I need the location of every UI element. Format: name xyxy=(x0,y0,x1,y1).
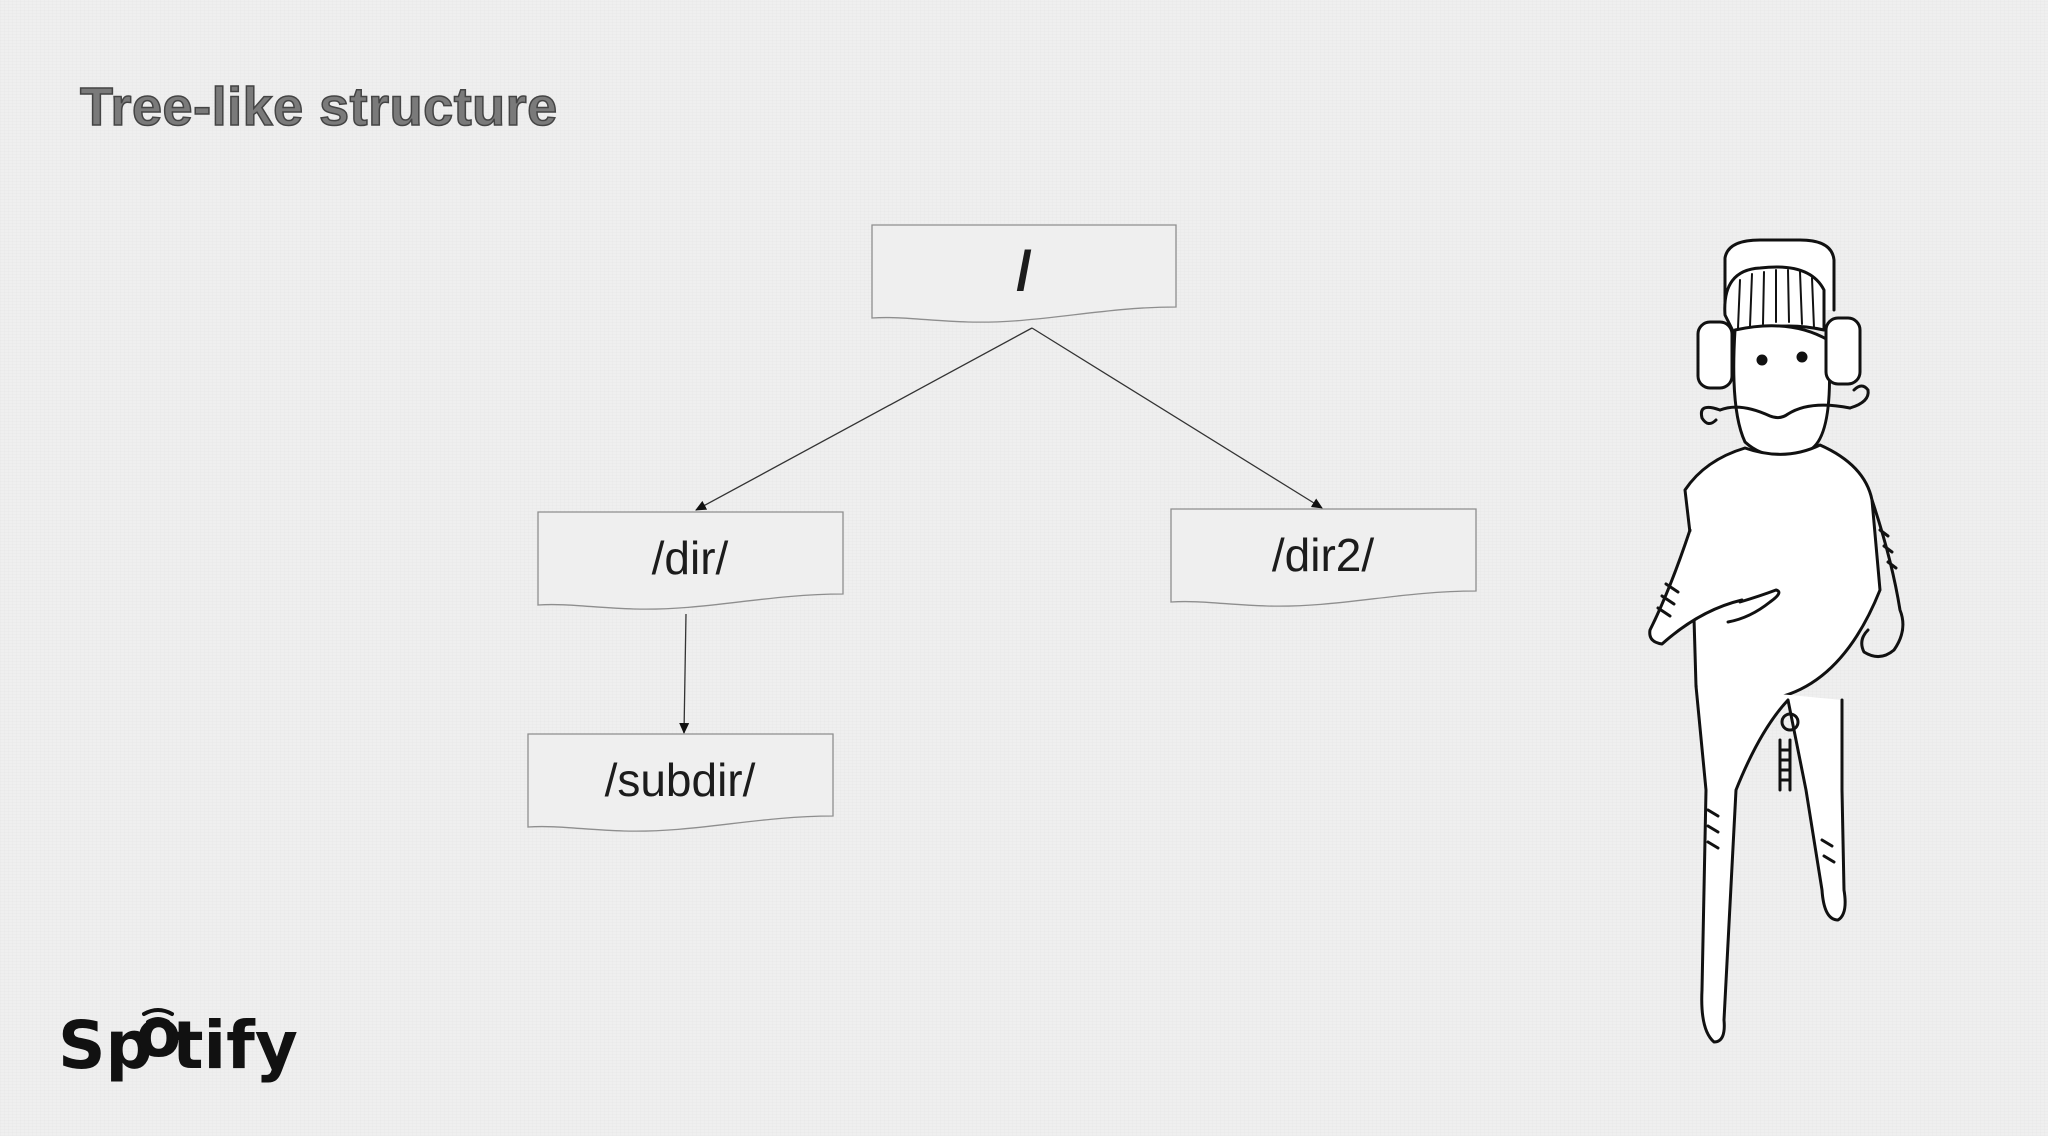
tree-node-subdir: /subdir/ xyxy=(527,733,834,832)
spotify-logo: Sp o tify xyxy=(58,1000,298,1084)
node-box-dir2 xyxy=(1170,508,1477,607)
svg-text:tify: tify xyxy=(172,1007,298,1084)
tree-node-root: / xyxy=(871,224,1177,323)
edge-dir-to-subdir xyxy=(679,613,690,734)
node-box-subdir xyxy=(527,733,834,832)
node-label-root: / xyxy=(1016,239,1032,302)
node-box-root xyxy=(871,224,1177,323)
headphone-character-illustration xyxy=(1648,238,1905,1044)
node-label-dir: /dir/ xyxy=(652,532,729,584)
sound-waves-icon xyxy=(142,1008,174,1024)
tree-node-dir: /dir/ xyxy=(537,511,844,610)
svg-text:Sp: Sp xyxy=(58,1007,153,1084)
slide-title: Tree-like structure xyxy=(79,76,558,138)
node-label-dir2: /dir2/ xyxy=(1272,529,1374,581)
edge-root-to-dir2 xyxy=(1031,327,1323,509)
node-box-dir xyxy=(537,511,844,610)
tree-node-dir2: /dir2/ xyxy=(1170,508,1477,607)
node-label-subdir: /subdir/ xyxy=(605,754,756,806)
edge-root-to-dir xyxy=(695,327,1033,511)
